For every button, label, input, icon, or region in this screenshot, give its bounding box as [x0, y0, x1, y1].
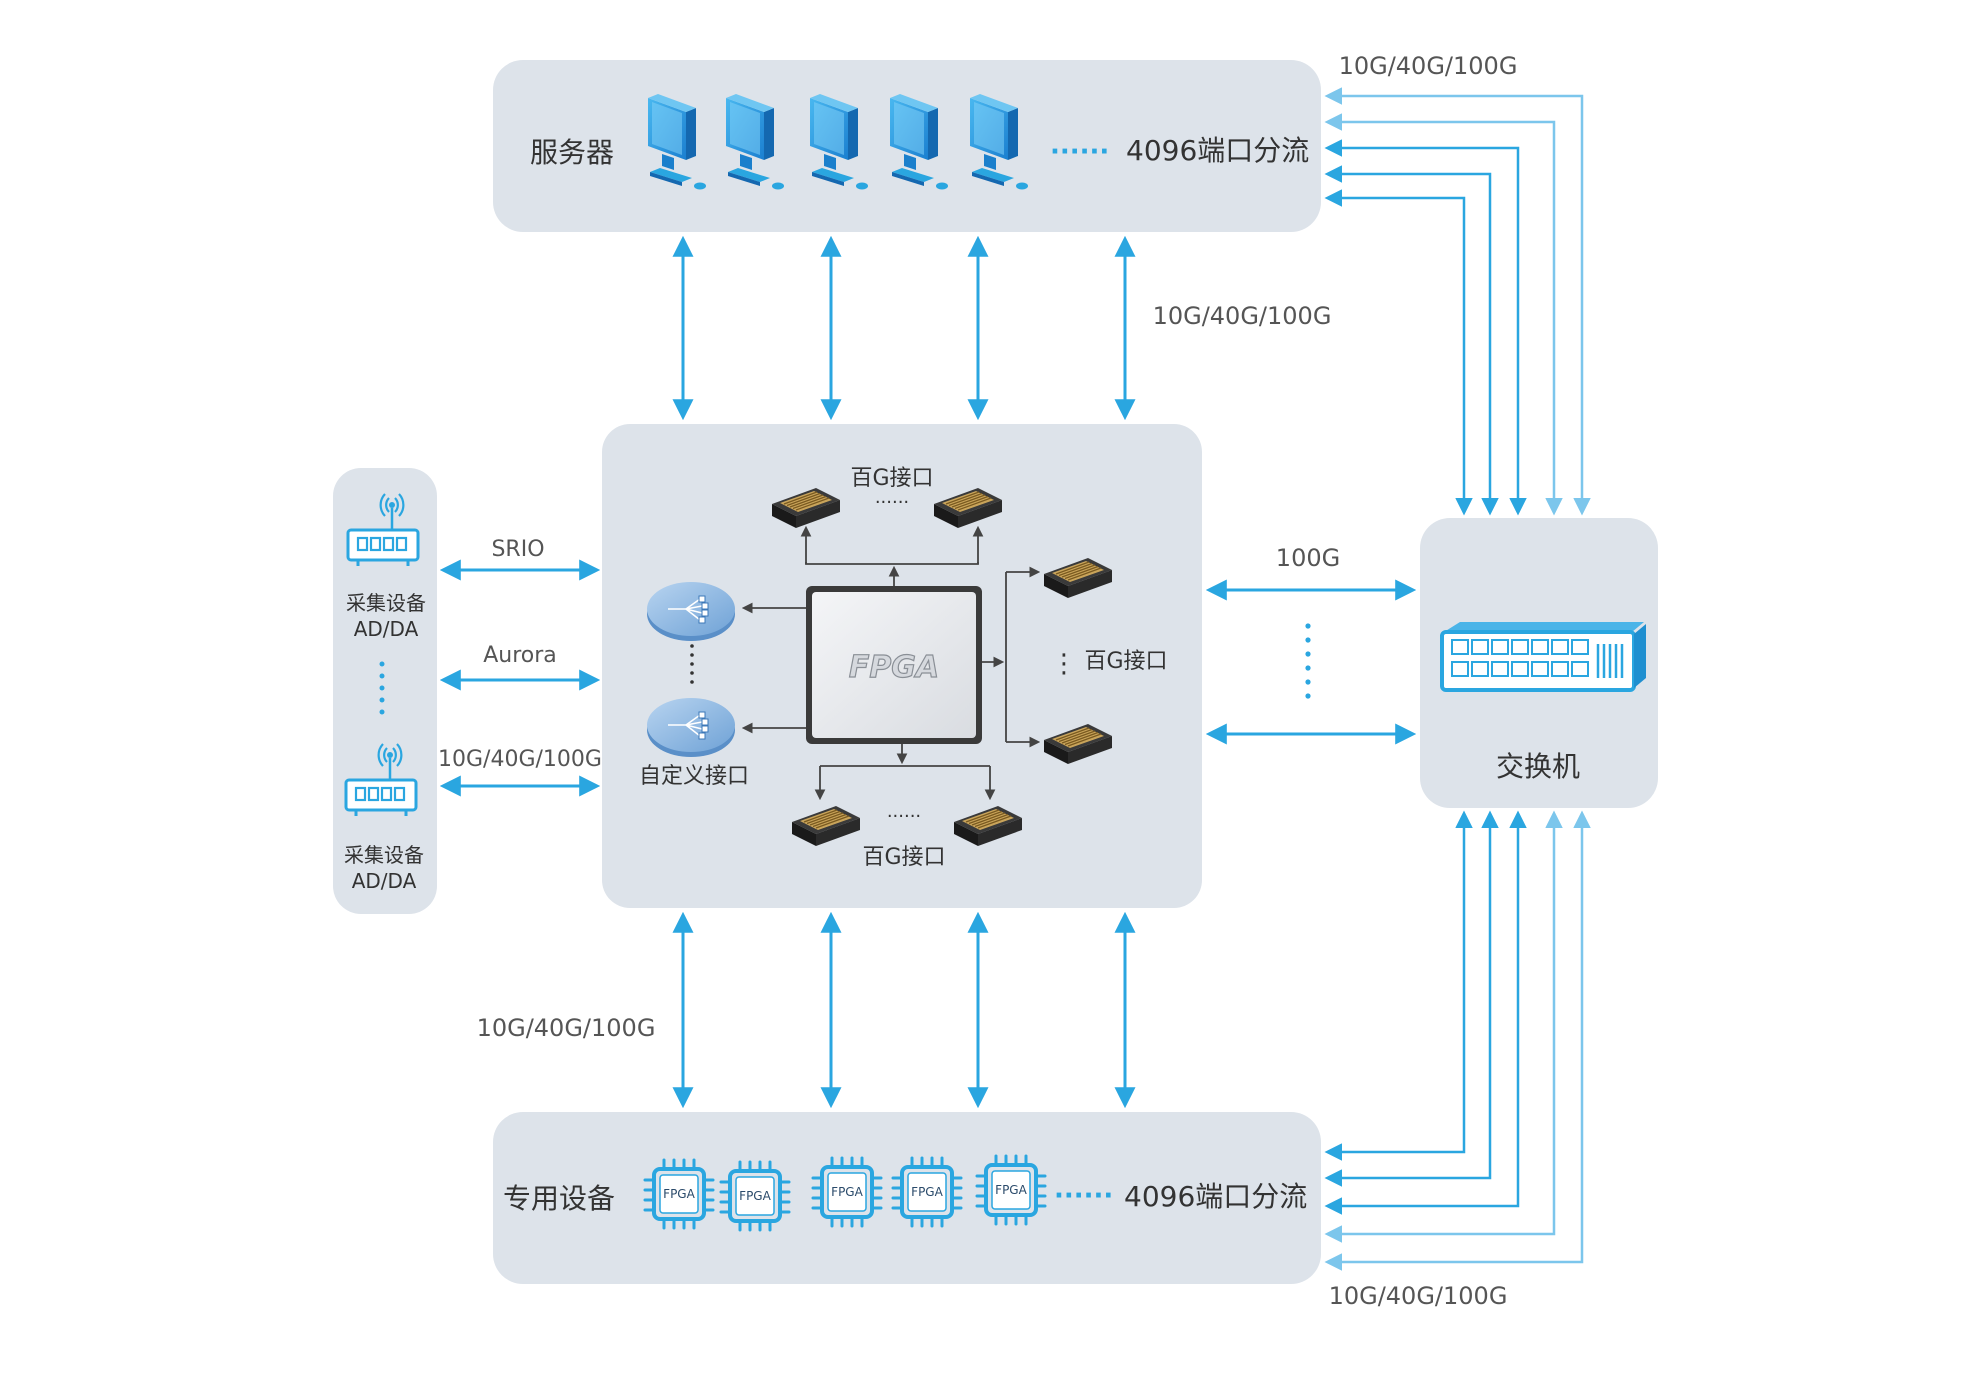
custom-interface-vertical-dots [690, 644, 694, 684]
dedicated-panel [493, 1112, 1321, 1284]
fpga-chip-icon: FPGA [719, 1160, 791, 1232]
svg-text:FPGA: FPGA [849, 650, 939, 685]
srio-label: SRIO [491, 537, 544, 562]
custom-interface-connectors [741, 602, 806, 734]
fpga-chip-icon: FPGA [811, 1156, 883, 1228]
right-port-connectors [982, 566, 1041, 748]
acquisition-center-links [439, 559, 601, 797]
right-ports-dots: ⋮ [1051, 649, 1077, 679]
center-switch-link-label: 100G [1276, 544, 1340, 572]
svg-text:FPGA: FPGA [663, 1187, 695, 1201]
acquisition-top-label-2: AD/DA [354, 617, 419, 641]
fpga-chip-icon: FPGA [891, 1156, 963, 1228]
servers-dots: ······ [1050, 137, 1109, 167]
fpga-chip-icon: FPGA [643, 1158, 715, 1230]
acquisition-vertical-dots [379, 661, 385, 715]
switch-server-links [1324, 87, 1591, 516]
server-center-links [672, 235, 1136, 421]
servers-label: 服务器 [530, 136, 614, 169]
switch-label: 交换机 [1496, 750, 1580, 783]
server-center-link-label: 10G/40G/100G [1153, 302, 1332, 330]
acquisition-top-label-1: 采集设备 [346, 591, 426, 615]
acquisition-bottom-label-2: AD/DA [352, 869, 417, 893]
aurora-label: Aurora [483, 643, 557, 668]
dedicated-label: 专用设备 [503, 1182, 615, 1215]
fpga-chip-icon: FPGA [975, 1154, 1047, 1226]
center-dedicated-links [672, 911, 1136, 1109]
svg-text:FPGA: FPGA [911, 1185, 943, 1199]
custom-interface-icon [646, 697, 736, 758]
acquisition-third-link-label: 10G/40G/100G [438, 747, 602, 772]
center-switch-vertical-dots [1305, 623, 1311, 699]
bottom-port-connectors [814, 744, 996, 801]
switch-icon [1440, 622, 1646, 692]
top-ports-dots: ······ [875, 492, 909, 513]
svg-text:FPGA: FPGA [995, 1183, 1027, 1197]
center-dedicated-link-label: 10G/40G/100G [477, 1014, 656, 1042]
acquisition-bottom-label-1: 采集设备 [344, 843, 424, 867]
switch-dedicated-link-label: 10G/40G/100G [1329, 1282, 1508, 1310]
svg-text:FPGA: FPGA [831, 1185, 863, 1199]
servers-split-label: 4096端口分流 [1126, 134, 1309, 167]
custom-interface-label: 自定义接口 [639, 764, 749, 789]
fpga-core: FPGA [806, 586, 982, 744]
center-switch-links [1205, 579, 1417, 745]
switch-dedicated-links [1324, 810, 1591, 1271]
dedicated-dots: ······ [1054, 1181, 1113, 1211]
top-port-connectors [800, 525, 984, 586]
custom-interface-icon [646, 581, 736, 642]
bottom-ports-dots: ······ [887, 806, 921, 827]
top-ports-label: 百G接口 [850, 466, 933, 491]
svg-text:FPGA: FPGA [739, 1189, 771, 1203]
right-ports-label: 百G接口 [1084, 649, 1167, 674]
switch-server-link-label: 10G/40G/100G [1339, 52, 1518, 80]
bottom-ports-label: 百G接口 [862, 845, 945, 870]
dedicated-split-label: 4096端口分流 [1124, 1180, 1307, 1213]
